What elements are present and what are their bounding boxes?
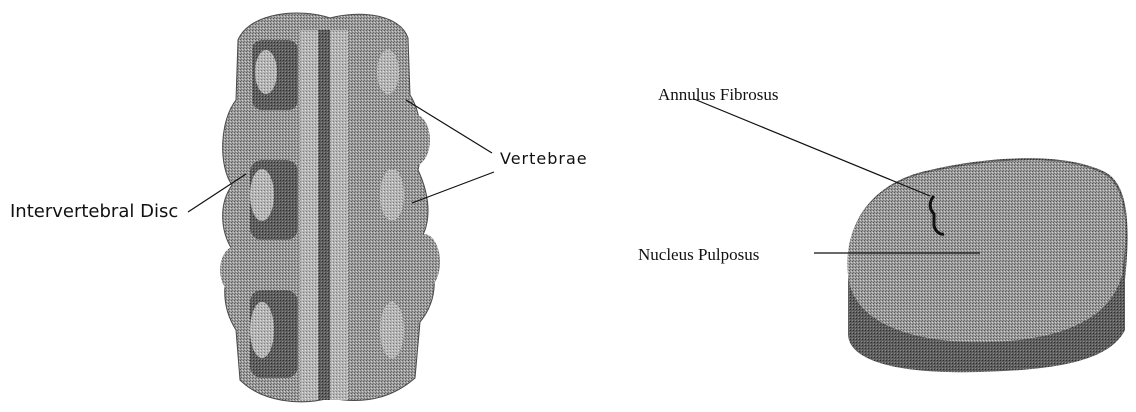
label-vertebrae: Vertebrae: [500, 151, 588, 167]
label-nucleus-pulposus: Nucleus Pulposus: [638, 246, 759, 263]
disc-illustration: [847, 158, 1127, 372]
label-intervertebral-disc: Intervertebral Disc: [10, 203, 178, 221]
spine-illustration: [220, 13, 440, 402]
vertebra-face-1: [255, 50, 277, 94]
disc-bulge-right-1: [398, 114, 430, 166]
vertebra-face-4: [377, 50, 399, 94]
disc-bulge-left-2: [220, 246, 252, 294]
label-annulus-fibrosus: Annulus Fibrosus: [658, 86, 778, 103]
vertebra-face-2: [250, 169, 274, 221]
disc-bulge-right-2: [408, 234, 440, 290]
leader-annulus: [694, 99, 930, 196]
vertebra-face-3: [250, 302, 274, 358]
disc-bulge-left-1: [224, 118, 252, 162]
vertebra-face-5: [380, 169, 404, 221]
vertebra-face-6: [380, 302, 404, 358]
